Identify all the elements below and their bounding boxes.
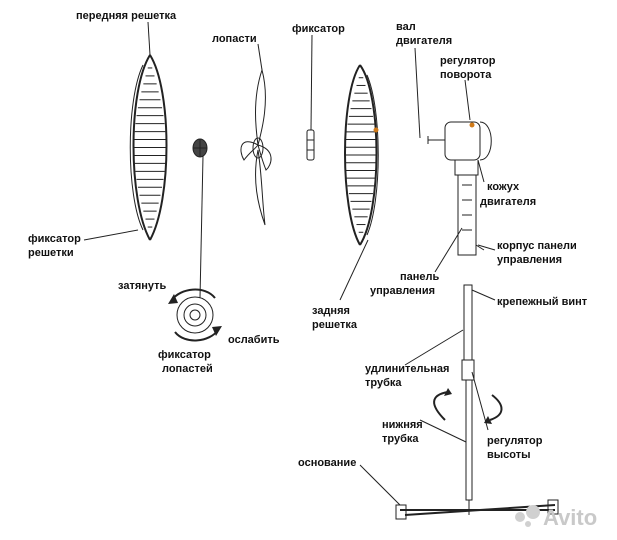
label-extension-tube-2: трубка [365,377,402,389]
label-blades: лопасти [212,33,257,45]
rear-grille [344,64,379,246]
label-control-panel-2: управления [370,285,435,297]
label-rear-grille-2: решетка [312,319,358,331]
label-motor-housing-2: двигателя [480,196,536,208]
label-rear-grille-1: задняя [312,305,350,317]
label-lower-tube-1: нижняя [382,419,423,431]
label-front-grille: передняя решетка [76,10,177,22]
label-base: основание [298,457,356,469]
label-grille-clamp-2: решетки [28,247,74,259]
clamp-nut [306,129,315,161]
label-panel-body-2: управления [497,254,562,266]
label-panel-body-1: корпус панели [497,240,577,252]
label-motor-shaft-1: вал [396,21,416,33]
label-extension-tube-1: удлинительная [365,363,449,375]
label-height-knob-1: регулятор [487,435,543,447]
stand [395,284,559,520]
label-tighten: затянуть [118,280,167,292]
blades-part [240,68,272,226]
front-grille [129,54,168,241]
label-motor-shaft-2: двигателя [396,35,452,47]
leader-lines [83,21,496,506]
label-motor-housing-1: кожух [487,181,520,193]
blade-lock-ring [168,288,222,342]
label-blade-lock-1: фиксатор [158,349,211,361]
avito-watermark: Avito [515,505,597,530]
label-rotation-knob-2: поворота [440,69,492,81]
label-clamp: фиксатор [292,23,345,35]
spinner-knob [192,138,208,158]
label-loosen: ослабить [228,334,280,346]
label-mounting-screw: крепежный винт [497,296,588,308]
watermark-text: Avito [543,505,597,530]
label-blade-lock-2: лопастей [162,363,213,375]
label-lower-tube-2: трубка [382,433,419,445]
motor-head [427,121,492,256]
height-rotation-arrows [433,388,503,424]
labels: передняя решетка лопасти фиксатор вал дв… [28,10,588,469]
label-grille-clamp-1: фиксатор [28,233,81,245]
label-control-panel-1: панель [400,271,440,283]
label-height-knob-2: высоты [487,449,531,461]
label-rotation-knob-1: регулятор [440,55,496,67]
